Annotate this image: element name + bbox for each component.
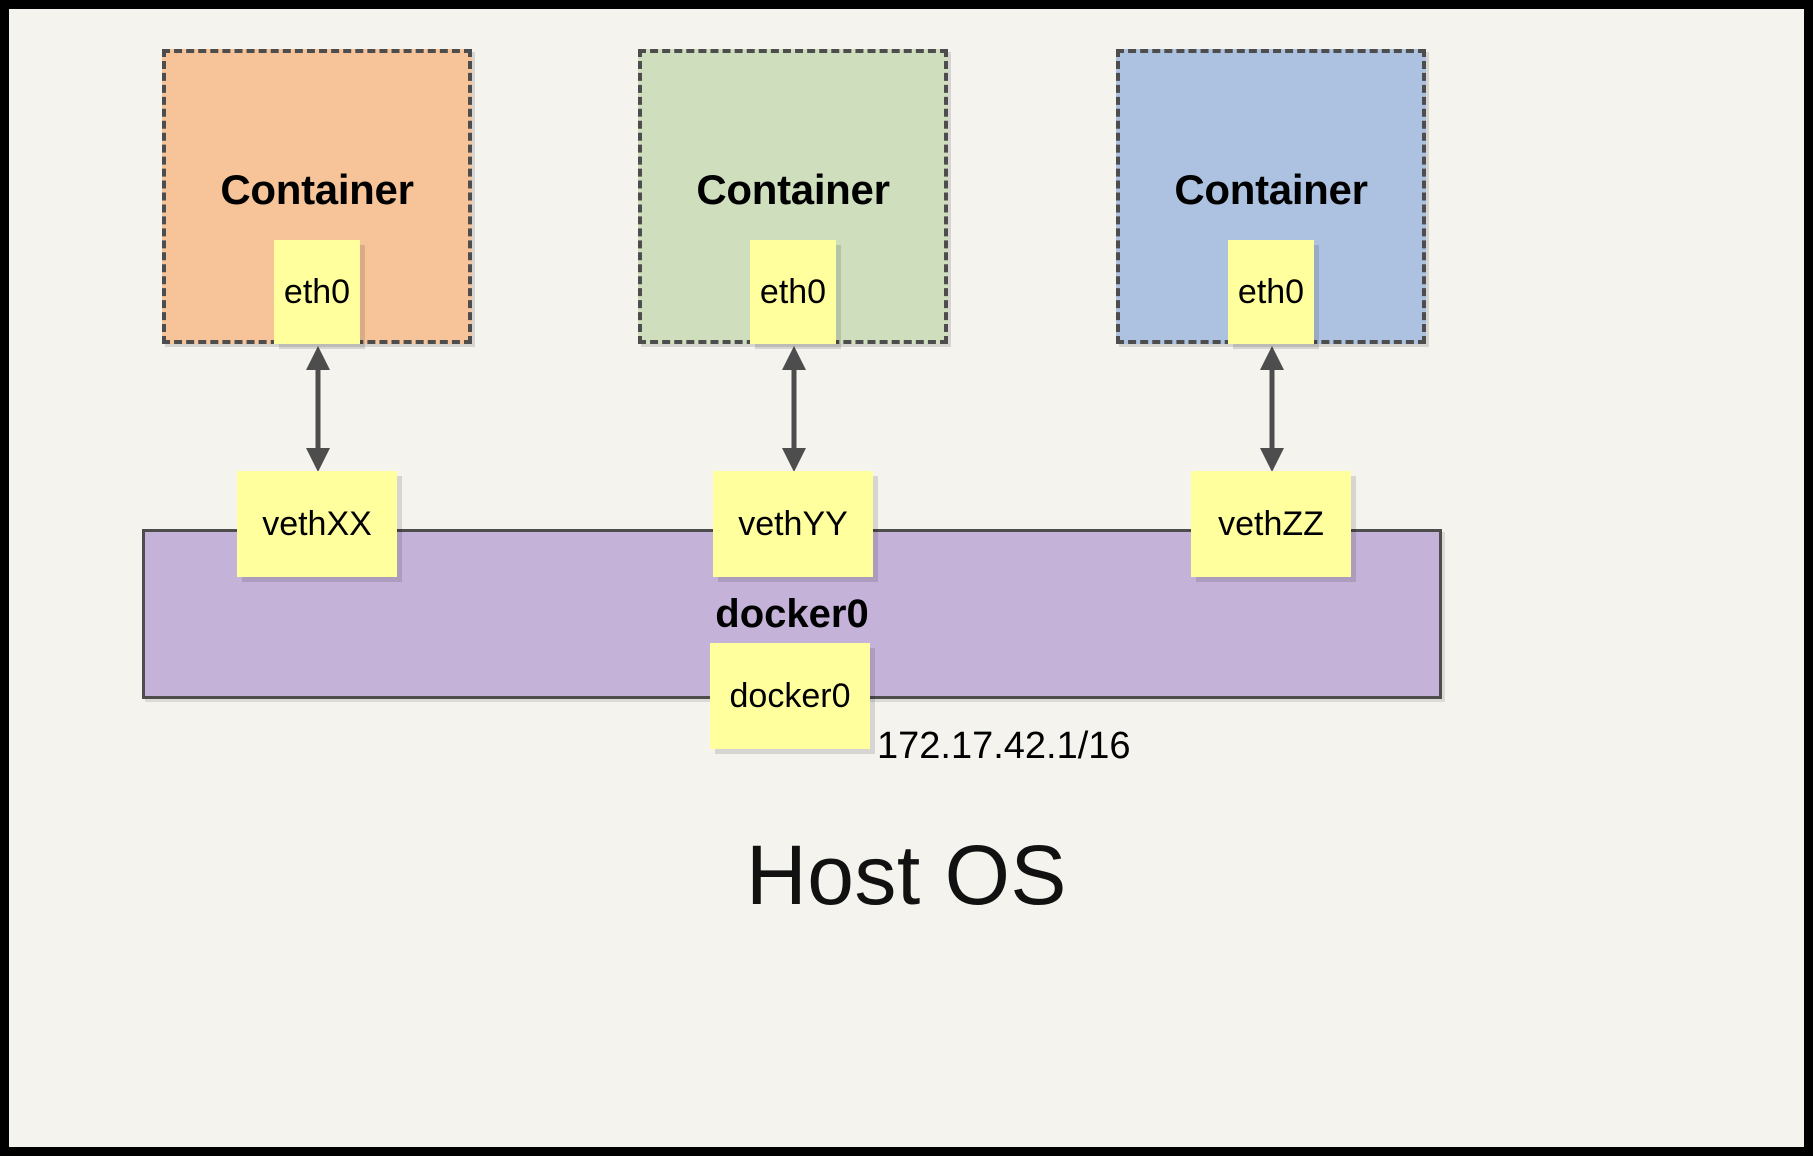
veth-link-arrow-2 [782,346,806,472]
container-eth0-2: eth0 [750,240,836,344]
veth-box-3: vethZZ [1191,471,1351,577]
veth-box-1: vethXX [237,471,397,577]
container-eth0-3: eth0 [1228,240,1314,344]
container-title-1: Container [220,166,414,213]
container-eth0-1: eth0 [274,240,360,344]
container-title-3: Container [1174,166,1368,213]
veth-box-2: vethYY [713,471,873,577]
docker0-bridge-label: docker0 [715,592,869,636]
host-os-label: Host OS [746,828,1067,922]
diagram-stage: Container eth0 Container eth0 Container … [9,9,1804,1147]
container-title-2: Container [696,166,890,213]
container-box-3: Container [1116,49,1426,344]
docker0-iface-box: docker0 [710,643,870,749]
veth-link-arrow-1 [306,346,330,472]
docker0-ip-label: 172.17.42.1/16 [877,725,1131,767]
veth-link-arrow-3 [1260,346,1284,472]
